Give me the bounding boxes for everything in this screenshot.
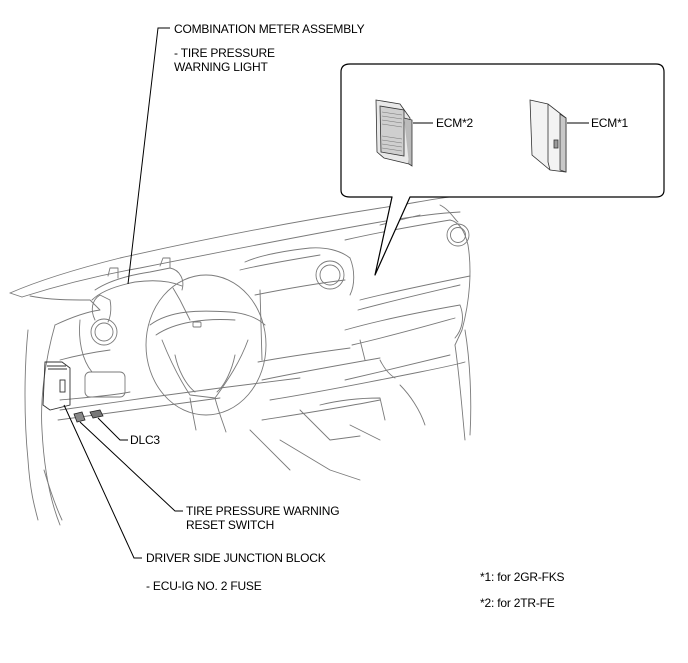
reset-switch-label-line2: RESET SWITCH <box>186 518 275 532</box>
footnote-1: *1: for 2GR-FKS <box>480 570 565 584</box>
combination-meter-label: COMBINATION METER ASSEMBLY <box>174 22 365 36</box>
ecu-ig-fuse-label: - ECU-IG NO. 2 FUSE <box>146 579 262 593</box>
junction-block-shape <box>42 361 71 411</box>
tire-pressure-warning-light-label: - TIRE PRESSURE <box>174 46 275 60</box>
ecm2-unit-icon <box>375 99 413 167</box>
ecm-callout-bubble <box>340 63 665 276</box>
junction-block-leader-line <box>63 404 142 559</box>
ecm1-unit-icon <box>529 99 567 173</box>
reset-switch-label: TIRE PRESSURE WARNING <box>186 504 340 518</box>
dlc3-connector-shape <box>89 409 104 419</box>
tire-pressure-warning-light-label-line2: WARNING LIGHT <box>174 60 268 74</box>
footnote-2: *2: for 2TR-FE <box>480 596 555 610</box>
ecm2-label: ECM*2 <box>436 116 474 130</box>
dlc3-leader-line <box>97 417 128 441</box>
reset-switch-shape <box>73 411 86 423</box>
combination-meter-leader-line <box>127 27 170 285</box>
dlc3-label: DLC3 <box>130 433 160 447</box>
junction-block-label: DRIVER SIDE JUNCTION BLOCK <box>146 551 326 565</box>
ecm1-label: ECM*1 <box>591 116 629 130</box>
dashboard-outline <box>9 194 472 526</box>
reset-switch-leader-line <box>79 421 183 512</box>
